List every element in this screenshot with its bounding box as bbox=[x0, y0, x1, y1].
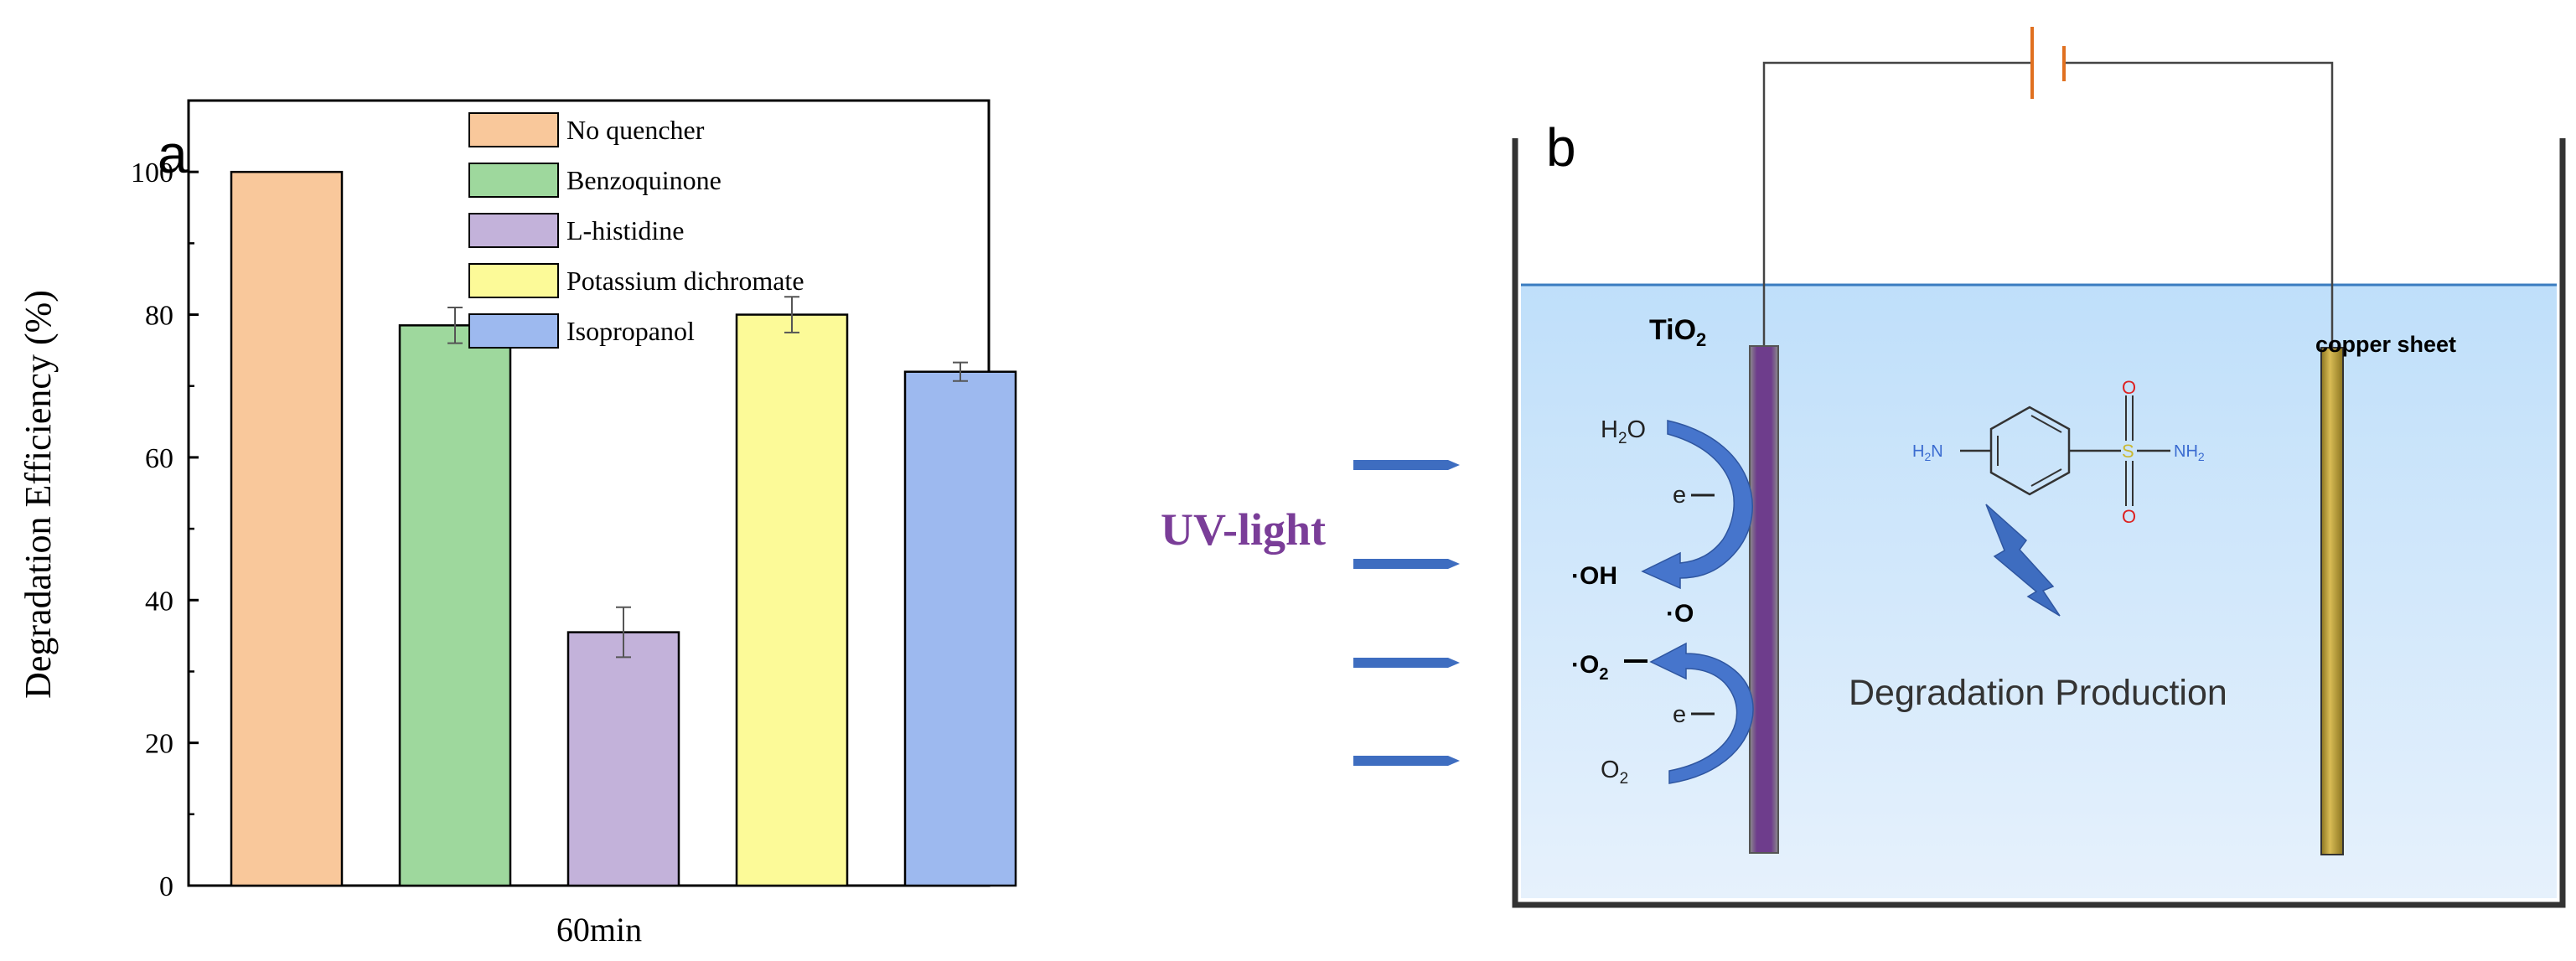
reduction-curved-arrow bbox=[1649, 642, 1754, 784]
oxygen-atom-top: O bbox=[2122, 377, 2136, 398]
legend-swatch bbox=[468, 163, 559, 198]
electron-label-lower: e bbox=[1673, 701, 1686, 728]
copper-electrode bbox=[2320, 347, 2344, 855]
legend-label: Potassium dichromate bbox=[566, 266, 804, 296]
legend-label: Isopropanol bbox=[566, 316, 695, 346]
uv-arrows bbox=[1353, 460, 1460, 766]
degradation-product-label: Degradation Production bbox=[1849, 673, 2227, 713]
reactor-diagram: b TiO2 copper sheet UV-light H2O e ·OH bbox=[1161, 27, 2566, 908]
uv-arrow-3 bbox=[1353, 658, 1460, 668]
legend-swatch bbox=[468, 112, 559, 147]
lightning-bolt-icon bbox=[1985, 504, 2061, 617]
electron-label-upper: e bbox=[1673, 482, 1686, 509]
y-tick-label: 100 bbox=[131, 158, 173, 189]
oxygen-label: O2 bbox=[1601, 757, 1628, 788]
superoxide-radical-label: ·O2 bbox=[1571, 651, 1608, 684]
uv-light-label: UV-light bbox=[1161, 504, 1326, 555]
y-tick-label: 40 bbox=[145, 586, 173, 617]
benzene-ring bbox=[1989, 406, 2071, 496]
bar bbox=[398, 324, 512, 887]
oxidation-curved-arrow bbox=[1641, 420, 1753, 590]
y-tick-label: 0 bbox=[159, 871, 173, 902]
battery-icon bbox=[2030, 27, 2066, 99]
bar bbox=[903, 370, 1017, 887]
uv-arrow-4 bbox=[1353, 756, 1460, 766]
oxygen-radical-label: ·O bbox=[1666, 600, 1694, 628]
water-label: H2O bbox=[1601, 416, 1646, 447]
uv-arrow-2 bbox=[1353, 559, 1460, 569]
bar-chart: 0 20 40 60 80 100 a Degradation Efficiency (%… bbox=[18, 99, 1017, 948]
legend-label: L-histidine bbox=[566, 215, 684, 245]
legend: No quencherBenzoquinoneL-histidinePotass… bbox=[468, 112, 804, 349]
circuit-wire bbox=[1762, 61, 2334, 352]
oxygen-atom-bottom: O bbox=[2122, 506, 2136, 527]
copper-sheet-label: copper sheet bbox=[2315, 332, 2456, 357]
legend-swatch bbox=[468, 213, 559, 248]
legend-swatch bbox=[468, 313, 559, 349]
x-axis-title: 60min bbox=[556, 911, 642, 948]
hydroxyl-radical-label: ·OH bbox=[1571, 562, 1617, 590]
bar bbox=[566, 631, 680, 887]
y-axis-title: Degradation Efficiency (%) bbox=[18, 290, 59, 699]
sulfur-atom-label: S bbox=[2122, 441, 2134, 462]
y-axis: 0 20 40 60 80 100 bbox=[131, 158, 199, 902]
tio2-electrode bbox=[1749, 345, 1779, 854]
uv-arrow-1 bbox=[1353, 460, 1460, 470]
bar bbox=[230, 170, 344, 887]
amine-group-label: H2N bbox=[1912, 442, 1943, 463]
legend-swatch bbox=[468, 263, 559, 298]
panel-label-b: b bbox=[1546, 117, 1576, 178]
tank bbox=[1512, 138, 2566, 908]
legend-label: No quencher bbox=[566, 115, 705, 145]
bars bbox=[230, 170, 1017, 887]
tio2-label: TiO2 bbox=[1649, 314, 1706, 350]
y-tick-label: 60 bbox=[145, 443, 173, 474]
legend-label: Benzoquinone bbox=[566, 165, 722, 195]
y-tick-label: 80 bbox=[145, 301, 173, 332]
y-tick-label: 20 bbox=[145, 729, 173, 760]
sulfanilamide-molecule: H2N S O O NH2 bbox=[1912, 377, 2205, 527]
bar bbox=[735, 313, 849, 887]
sulfonamide-group-label: NH2 bbox=[2174, 442, 2205, 463]
panel-label-a: a bbox=[158, 124, 188, 184]
error-bars bbox=[447, 296, 968, 659]
